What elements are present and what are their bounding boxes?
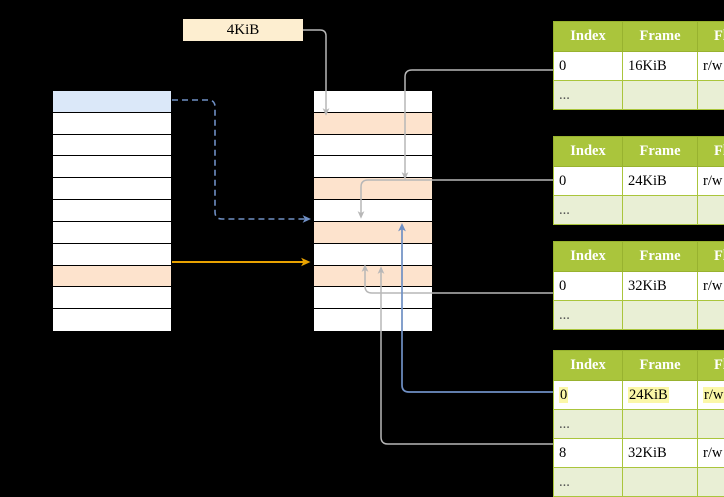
middle-memory-column-cell-0 xyxy=(314,91,432,113)
page-table-4-cell-index: ... xyxy=(554,410,623,439)
page-table-4-row: 0 24KiB r/w xyxy=(554,381,724,410)
page-table-4-cell-flags xyxy=(698,410,724,439)
middle-memory-column-cell-10 xyxy=(314,309,432,331)
page-table-3-cell-index: ... xyxy=(554,301,623,330)
page-table-1-cell-index: 0 xyxy=(554,52,623,81)
page-table-3-header-row: IndexFrameFlags xyxy=(554,242,724,272)
diagram-canvas: 4KiB IndexFrameFlags016KiBr/w... IndexFr… xyxy=(0,0,724,482)
page-table-1-cell-frame: 16KiB xyxy=(623,52,698,81)
middle-memory-column-cell-2 xyxy=(314,135,432,157)
page-table-4-header-flags: Flags xyxy=(698,351,724,381)
page-table-1-header-index: Index xyxy=(554,22,623,52)
middle-memory-column-cell-5 xyxy=(314,200,432,222)
left-memory-column-cell-6 xyxy=(53,222,171,244)
left-memory-column-cell-10 xyxy=(53,309,171,331)
page-table-3-cell-flags xyxy=(698,301,724,330)
page-table-2-header-row: IndexFrameFlags xyxy=(554,137,724,167)
page-table-4-cell-flags: r/w xyxy=(698,381,724,410)
left-memory-column-cell-5 xyxy=(53,200,171,222)
page-table-2-cell-frame xyxy=(623,196,698,225)
page-table-4-header-row: IndexFrameFlags xyxy=(554,351,724,381)
page-table-2-row: ... xyxy=(554,196,724,225)
page-table-3: IndexFrameFlags032KiBr/w... xyxy=(553,241,724,330)
page-size-label: 4KiB xyxy=(183,19,303,41)
middle-memory-column-cell-3 xyxy=(314,156,432,178)
page-table-4-cell-frame: 24KiB xyxy=(623,381,698,410)
left-memory-column-cell-7 xyxy=(53,244,171,266)
page-table-3-cell-frame xyxy=(623,301,698,330)
left-memory-column-cell-2 xyxy=(53,135,171,157)
highlighted-value: 0 xyxy=(559,387,568,403)
page-table-2-cell-flags xyxy=(698,196,724,225)
page-table-3-header-frame: Frame xyxy=(623,242,698,272)
page-table-2-cell-index: ... xyxy=(554,196,623,225)
page-table-1-cell-index: ... xyxy=(554,81,623,110)
page-table-3-header-index: Index xyxy=(554,242,623,272)
page-table-4-cell-frame xyxy=(623,468,698,497)
left-memory-column xyxy=(52,90,172,330)
left-memory-column-cell-9 xyxy=(53,287,171,309)
page-table-2-cell-flags: r/w xyxy=(698,167,724,196)
page-table-1-cell-flags xyxy=(698,81,724,110)
page-table-3-cell-index: 0 xyxy=(554,272,623,301)
left-memory-column-cell-8 xyxy=(53,266,171,288)
page-table-4-cell-index: 8 xyxy=(554,439,623,468)
highlighted-value: r/w xyxy=(703,387,724,403)
page-table-2-cell-frame: 24KiB xyxy=(623,167,698,196)
page-table-2: IndexFrameFlags024KiBr/w... xyxy=(553,136,724,225)
page-table-4-cell-frame: 32KiB xyxy=(623,439,698,468)
page-table-4-header-index: Index xyxy=(554,351,623,381)
highlighted-value: 24KiB xyxy=(628,387,669,403)
page-table-4-row: ... xyxy=(554,468,724,497)
page-table-2-header-flags: Flags xyxy=(698,137,724,167)
page-table-4-cell-frame xyxy=(623,410,698,439)
page-table-1-cell-flags: r/w xyxy=(698,52,724,81)
page-table-4-cell-index: 0 xyxy=(554,381,623,410)
left-memory-column-cell-1 xyxy=(53,113,171,135)
left-memory-column-cell-3 xyxy=(53,156,171,178)
left-memory-column-cell-4 xyxy=(53,178,171,200)
middle-memory-column-cell-4 xyxy=(314,178,432,200)
middle-memory-column xyxy=(313,90,433,330)
middle-memory-column-cell-7 xyxy=(314,244,432,266)
middle-memory-column-cell-1 xyxy=(314,113,432,135)
page-table-1-header-flags: Flags xyxy=(698,22,724,52)
left-memory-column-cell-0 xyxy=(53,91,171,113)
middle-memory-column-cell-9 xyxy=(314,287,432,309)
page-table-4-header-frame: Frame xyxy=(623,351,698,381)
page-table-3-row: ... xyxy=(554,301,724,330)
page-table-4-cell-flags xyxy=(698,468,724,497)
page-table-4-row: ... xyxy=(554,410,724,439)
page-table-1: IndexFrameFlags016KiBr/w... xyxy=(553,21,724,110)
page-table-1-cell-frame xyxy=(623,81,698,110)
page-table-1-header-row: IndexFrameFlags xyxy=(554,22,724,52)
middle-memory-column-cell-8 xyxy=(314,266,432,288)
page-table-4-cell-index: ... xyxy=(554,468,623,497)
middle-memory-column-cell-6 xyxy=(314,222,432,244)
page-table-1-header-frame: Frame xyxy=(623,22,698,52)
page-table-4-cell-flags: r/w xyxy=(698,439,724,468)
page-table-2-header-index: Index xyxy=(554,137,623,167)
wire-left-row0-to-middle-row6 xyxy=(172,100,307,219)
page-table-3-header-flags: Flags xyxy=(698,242,724,272)
page-table-2-header-frame: Frame xyxy=(623,137,698,167)
page-table-3-cell-frame: 32KiB xyxy=(623,272,698,301)
page-table-2-cell-index: 0 xyxy=(554,167,623,196)
page-table-3-cell-flags: r/w xyxy=(698,272,724,301)
page-table-4: IndexFrameFlags024KiBr/w...832KiBr/w... xyxy=(553,350,724,497)
page-table-1-row: ... xyxy=(554,81,724,110)
